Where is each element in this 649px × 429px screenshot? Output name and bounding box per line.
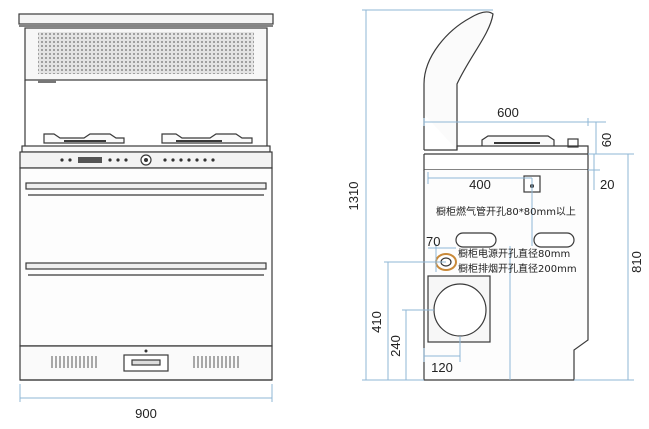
height-top-offset-label: 60 [599, 133, 614, 147]
front-view [18, 13, 274, 381]
side-hood [423, 11, 494, 150]
exhaust-width-label: 120 [431, 360, 453, 375]
exhaust-hole [433, 283, 487, 337]
side-burner [481, 135, 555, 146]
front-width-label: 900 [135, 406, 157, 421]
cutout-diameter-label: 70 [426, 234, 440, 249]
exhaust-height-label: 410 [369, 311, 384, 333]
side-cooktop [424, 145, 589, 155]
depth-top-label: 600 [497, 105, 519, 120]
opening-right [533, 232, 575, 248]
height-body-label: 810 [629, 251, 644, 273]
hood-grille-texture [38, 32, 254, 74]
hood-logo [38, 80, 56, 83]
inner-width-label: 400 [469, 177, 491, 192]
opening-left [455, 232, 497, 248]
drawer-handle-top [25, 182, 267, 190]
cabinet-body [19, 167, 273, 347]
vent-left [51, 356, 97, 368]
side-knob [567, 138, 579, 148]
height-total-label: 1310 [346, 182, 361, 211]
side-body [423, 170, 589, 381]
exhaust-center-height-label: 240 [388, 335, 403, 357]
side-view [423, 11, 589, 381]
hood-top-plate [18, 13, 274, 25]
vent-right [193, 356, 239, 368]
note-power: 橱柜电源开孔直径80mm [458, 247, 570, 260]
note-gas: 橱柜燃气管开孔80*80mm以上 [436, 205, 576, 218]
note-exhaust: 橱柜排烟开孔直径200mm [458, 262, 577, 275]
step-offset-label: 20 [600, 177, 614, 192]
side-dimension-lines [362, 9, 634, 381]
control-indicators [60, 157, 215, 163]
front-width-dimension [19, 384, 273, 402]
burner-right [161, 133, 253, 144]
burner-left [43, 133, 125, 144]
cooktop [21, 145, 271, 153]
drawer-handle-bottom [25, 262, 267, 270]
